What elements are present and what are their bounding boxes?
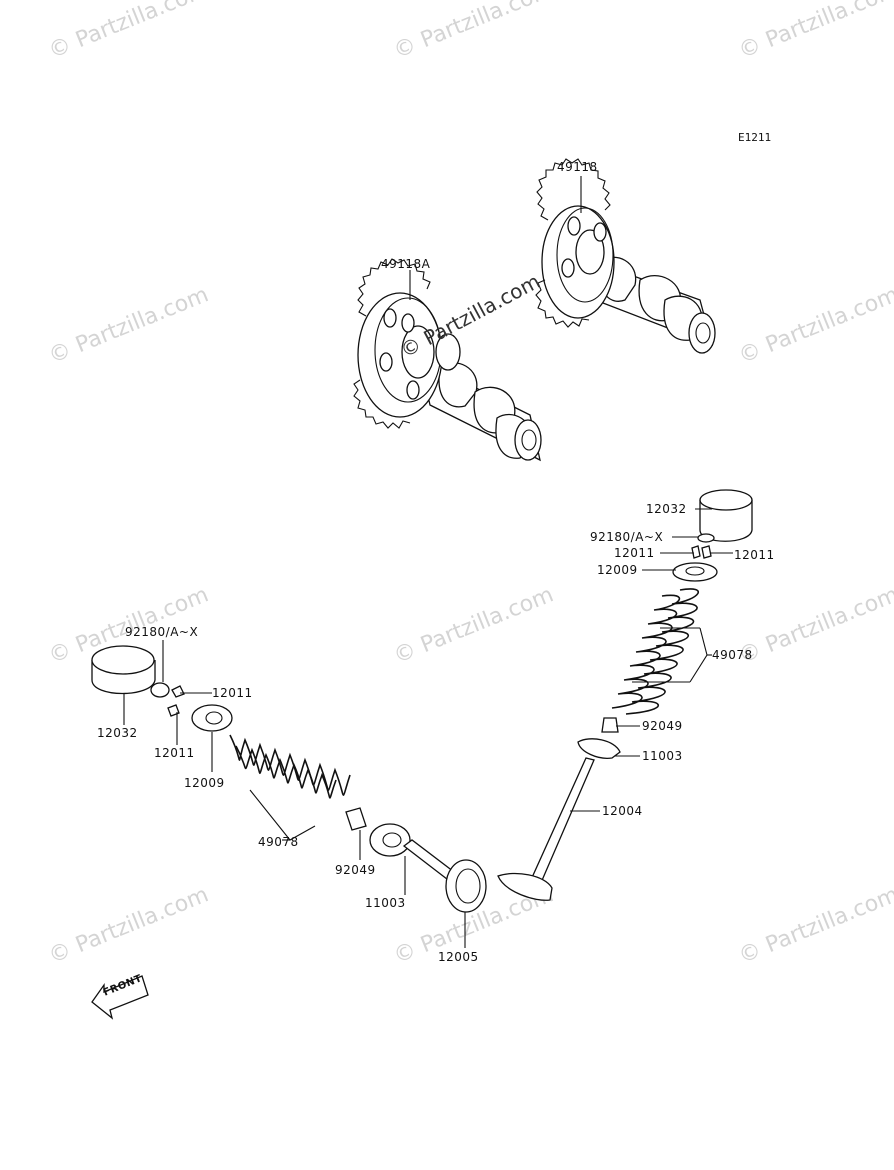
label-49118: 49118	[557, 160, 598, 174]
label-right-92049: 92049	[642, 719, 683, 733]
label-right-49078: 49078	[712, 648, 753, 662]
label-right-92180: 92180/A~X	[590, 530, 664, 544]
label-left-11003: 11003	[365, 896, 406, 910]
label-right-12011-right: 12011	[734, 548, 775, 562]
label-left-92180: 92180/A~X	[125, 625, 199, 639]
label-left-49078: 49078	[258, 835, 299, 849]
label-left-12005: 12005	[438, 950, 479, 964]
label-left-92049: 92049	[335, 863, 376, 877]
camshaft-49118A	[353, 258, 542, 462]
camshaft-49118	[535, 158, 716, 354]
leader-lines	[123, 176, 733, 948]
label-right-12011-left: 12011	[614, 546, 655, 560]
label-left-12011-lower: 12011	[154, 746, 195, 760]
label-right-12009: 12009	[597, 563, 638, 577]
label-left-12009: 12009	[184, 776, 225, 790]
diagram-code: E1211	[738, 131, 772, 144]
label-right-12032: 12032	[646, 502, 687, 516]
label-49118A: 49118A	[381, 257, 431, 271]
label-right-11003: 11003	[642, 749, 683, 763]
right-valve-assembly	[497, 489, 753, 901]
front-arrow	[91, 975, 149, 1020]
left-valve-assembly	[91, 645, 487, 913]
label-left-12032: 12032	[97, 726, 138, 740]
label-right-12004: 12004	[602, 804, 643, 818]
label-left-12011-upper: 12011	[212, 686, 253, 700]
